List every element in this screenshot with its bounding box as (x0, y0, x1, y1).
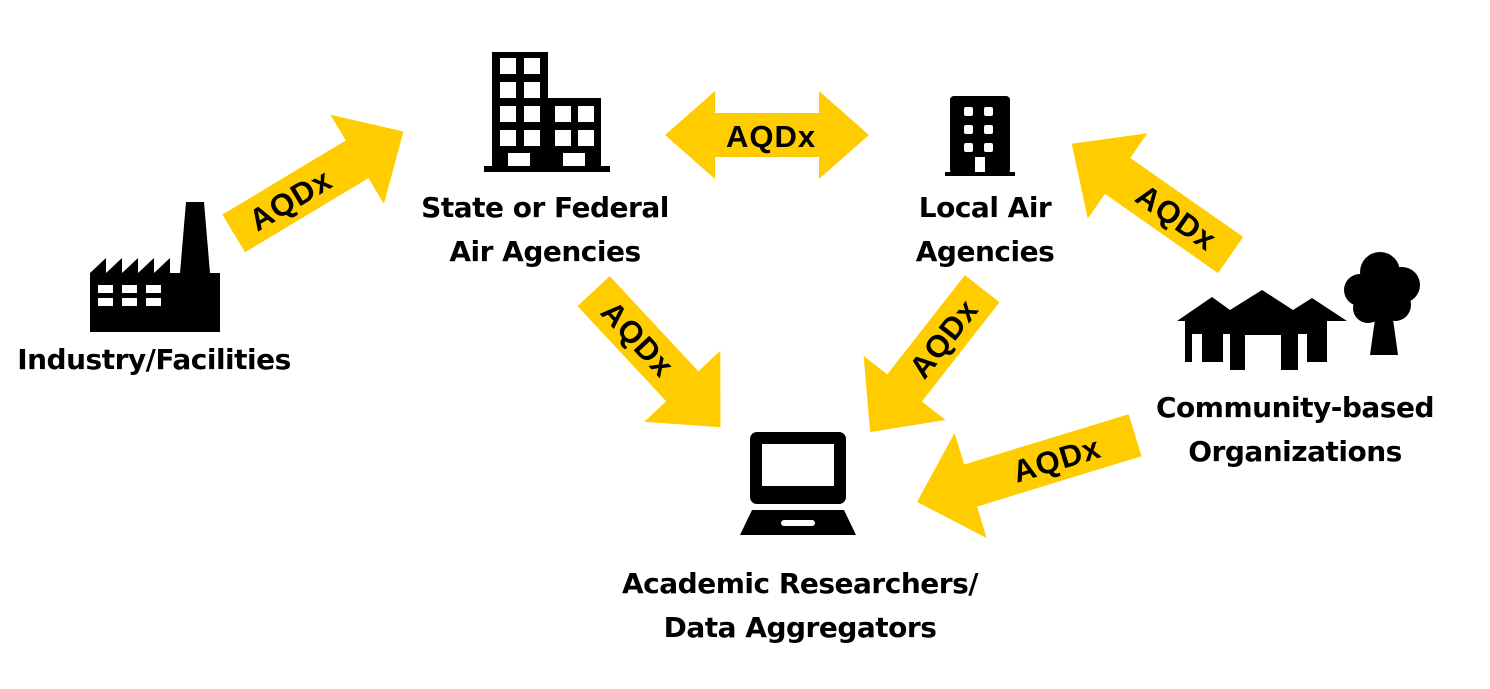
arrow-state-to-academic: AQDx (577, 276, 721, 428)
state-federal-label-line2: Air Agencies (449, 235, 641, 268)
office-buildings-icon (484, 52, 610, 172)
factory-icon (90, 202, 220, 332)
industry-label: Industry/Facilities (17, 343, 291, 376)
arrow-label: AQDx (726, 119, 816, 154)
academic-label-line2: Data Aggregators (663, 611, 937, 644)
local-agencies-label-line2: Agencies (915, 235, 1055, 268)
local-agencies-label-line1: Local Air (918, 191, 1052, 224)
academic-label-line1: Academic Researchers/ (622, 567, 978, 600)
arrow-state-local-bidirectional: AQDx (665, 91, 869, 179)
arrow-local-to-academic: AQDx (863, 275, 1000, 433)
state-federal-label-line1: State or Federal (421, 191, 669, 224)
community-label-line2: Organizations (1188, 435, 1402, 468)
laptop-icon (740, 432, 856, 535)
arrow-label: AQDx (243, 162, 338, 238)
arrow-community-to-academic: AQDx (917, 414, 1142, 539)
community-label-line1: Community-based (1156, 391, 1435, 424)
building-icon (945, 96, 1015, 176)
houses-and-tree-icon (1177, 252, 1420, 370)
